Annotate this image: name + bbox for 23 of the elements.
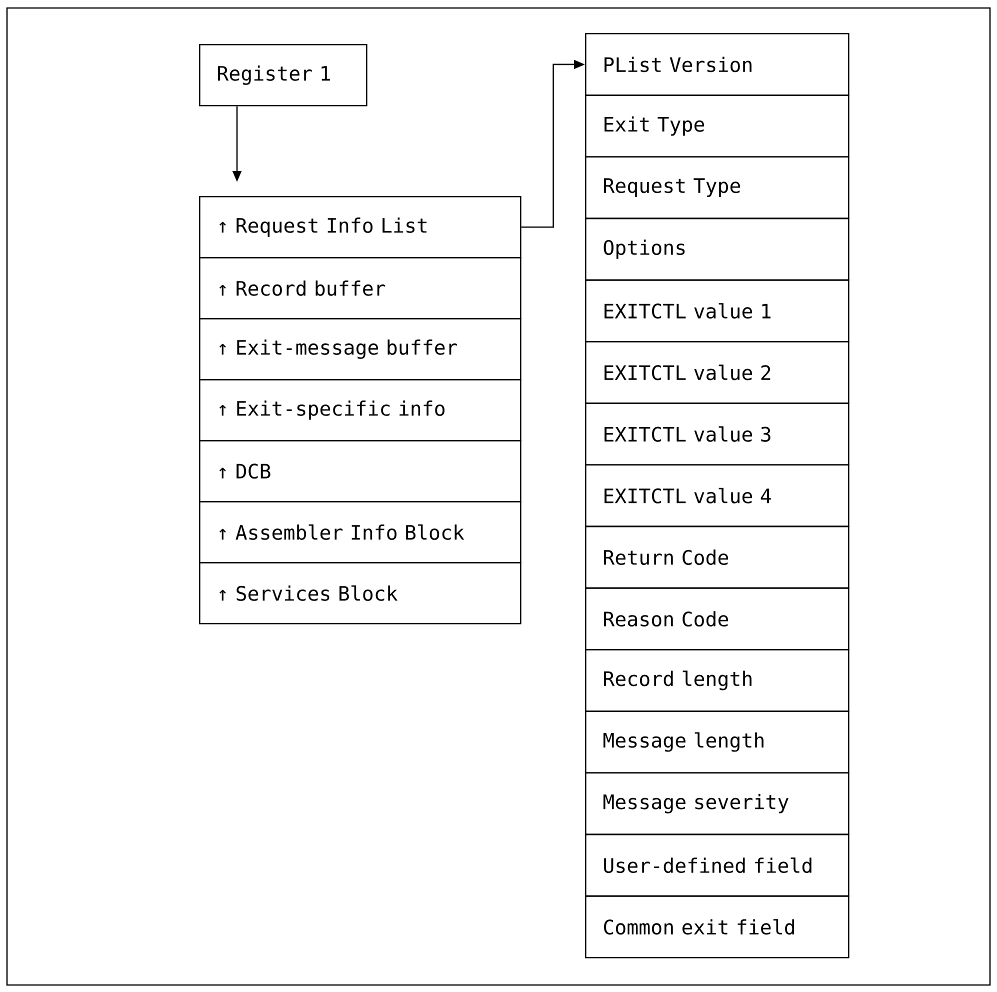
field-cell: Options: [585, 218, 850, 281]
field-cell: Request Type: [585, 156, 850, 220]
field-cell: Message length: [585, 710, 850, 774]
field-cell: Exit Type: [585, 94, 850, 158]
field-cell: Reason Code: [585, 587, 850, 650]
field-cell: ↑ Services Block: [199, 562, 522, 624]
register-box: Register 1: [199, 44, 368, 106]
field-cell: ↑ Request Info List: [199, 196, 522, 258]
field-cell: Record length: [585, 649, 850, 712]
field-cell: EXITCTL value 1: [585, 279, 850, 342]
field-cell: Common exit field: [585, 895, 850, 958]
field-cell: Message severity: [585, 772, 850, 836]
field-cell: User-defined field: [585, 834, 850, 897]
field-cell: ↑ DCB: [199, 440, 522, 502]
field-cell: EXITCTL value 3: [585, 402, 850, 466]
field-cell: ↑ Assembler Info Block: [199, 501, 522, 564]
field-cell: EXITCTL value 4: [585, 464, 850, 528]
field-cell: ↑ Exit-specific info: [199, 379, 522, 442]
field-cell: ↑ Exit-message buffer: [199, 318, 522, 380]
field-cell: Return Code: [585, 526, 850, 589]
field-cell: EXITCTL value 2: [585, 341, 850, 404]
field-cell: ↑ Record buffer: [199, 257, 522, 320]
field-cell: PList Version: [585, 33, 850, 96]
